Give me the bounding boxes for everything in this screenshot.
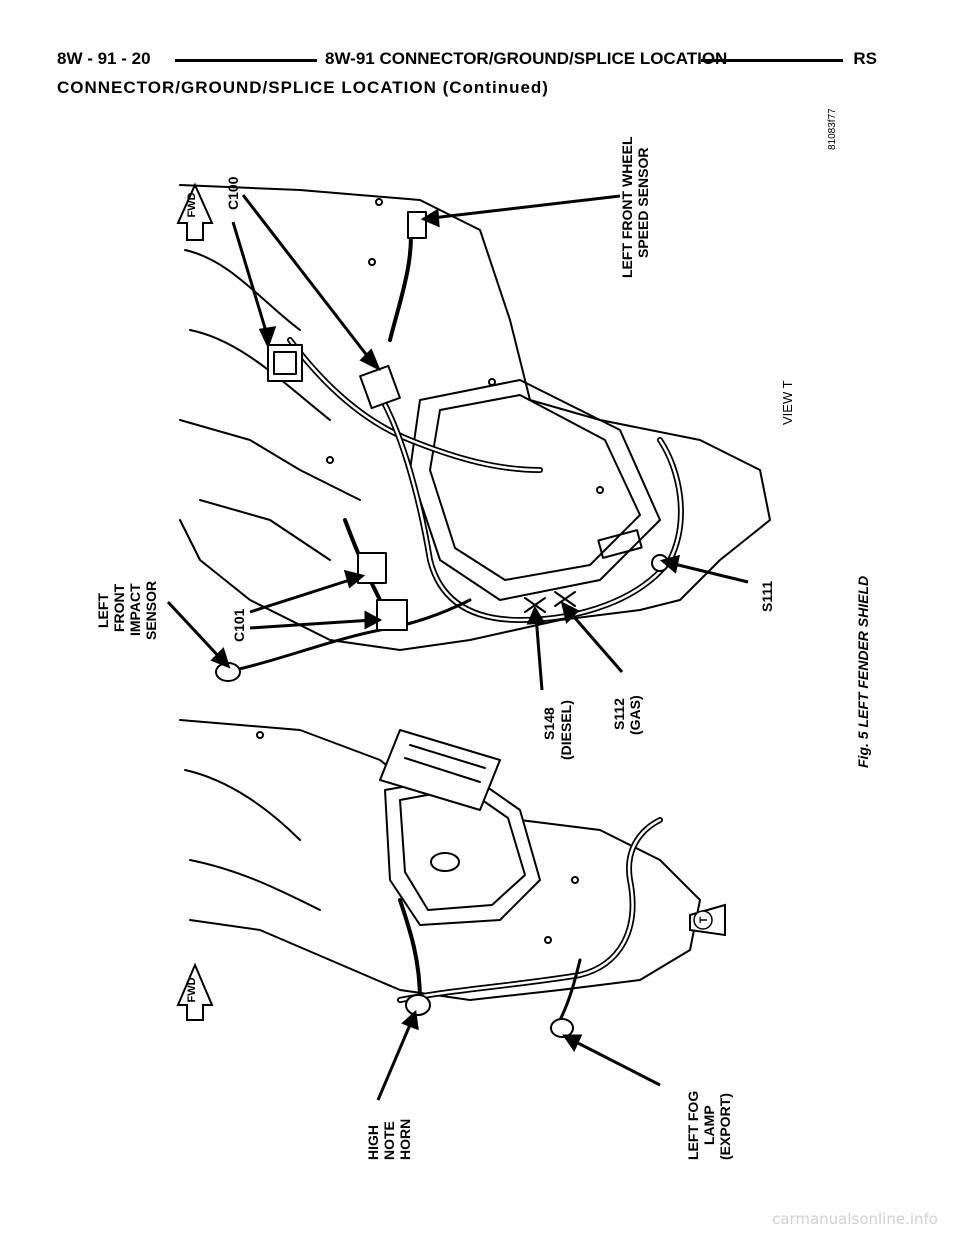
lower-illustration <box>179 719 701 1038</box>
label-lfws-line1: LEFT FRONT WHEEL <box>619 136 635 278</box>
header-rule-left <box>175 59 317 62</box>
label-s111: S111 <box>759 581 775 612</box>
section-title: 8W-91 CONNECTOR/GROUND/SPLICE LOCATION <box>325 49 728 68</box>
label-impact-line1: LEFT <box>95 593 111 628</box>
label-impact-line3: IMPACT <box>127 583 143 636</box>
label-lfws-line2: SPEED SENSOR <box>635 148 651 258</box>
label-s112-line1: S112 <box>611 698 627 730</box>
upper-illustration <box>179 184 771 682</box>
label-c100: C100 <box>225 176 241 210</box>
label-s148-line1: S148 <box>541 707 557 740</box>
page-number: 8W - 91 - 20 <box>57 49 151 68</box>
header-rule-right <box>701 59 843 62</box>
view-symbol-letter: T <box>698 916 710 923</box>
label-fog-line1: LEFT FOG <box>685 1091 701 1160</box>
watermark: carmanualsonline.info <box>772 1210 938 1228</box>
view-t-symbol: T <box>689 903 726 937</box>
callout-labels: C100 C101 LEFT FRONT WHEEL SPEED SENSOR … <box>95 136 775 1160</box>
label-fog-line2: LAMP <box>701 1105 717 1145</box>
fwd-label-lower: FWD <box>186 977 198 1002</box>
leader-lines <box>166 194 749 1101</box>
label-horn-line2: NOTE <box>381 1121 397 1160</box>
fwd-arrow-lower: FWD <box>176 962 214 1021</box>
label-fog-line3: (EXPORT) <box>717 1093 733 1160</box>
label-horn-line3: HORN <box>397 1119 413 1160</box>
fwd-label-upper: FWD <box>186 192 198 217</box>
label-horn-line1: HIGH <box>365 1125 381 1160</box>
label-impact-line4: SENSOR <box>143 581 159 640</box>
page-subtitle: CONNECTOR/GROUND/SPLICE LOCATION (Contin… <box>57 78 549 97</box>
label-s148-line2: (DIESEL) <box>558 700 574 760</box>
part-number: 81083f77 <box>827 108 838 150</box>
model-code: RS <box>853 49 877 68</box>
figure-caption: Fig. 5 LEFT FENDER SHIELD <box>855 576 871 768</box>
view-label: VIEW T <box>780 380 795 425</box>
fwd-arrow-upper: FWD <box>176 182 214 241</box>
label-s112-line2: (GAS) <box>627 695 643 735</box>
label-impact-line2: FRONT <box>111 583 127 632</box>
label-c101: C101 <box>231 608 247 642</box>
page-header: 8W - 91 - 20 8W-91 CONNECTOR/GROUND/SPLI… <box>57 48 877 72</box>
